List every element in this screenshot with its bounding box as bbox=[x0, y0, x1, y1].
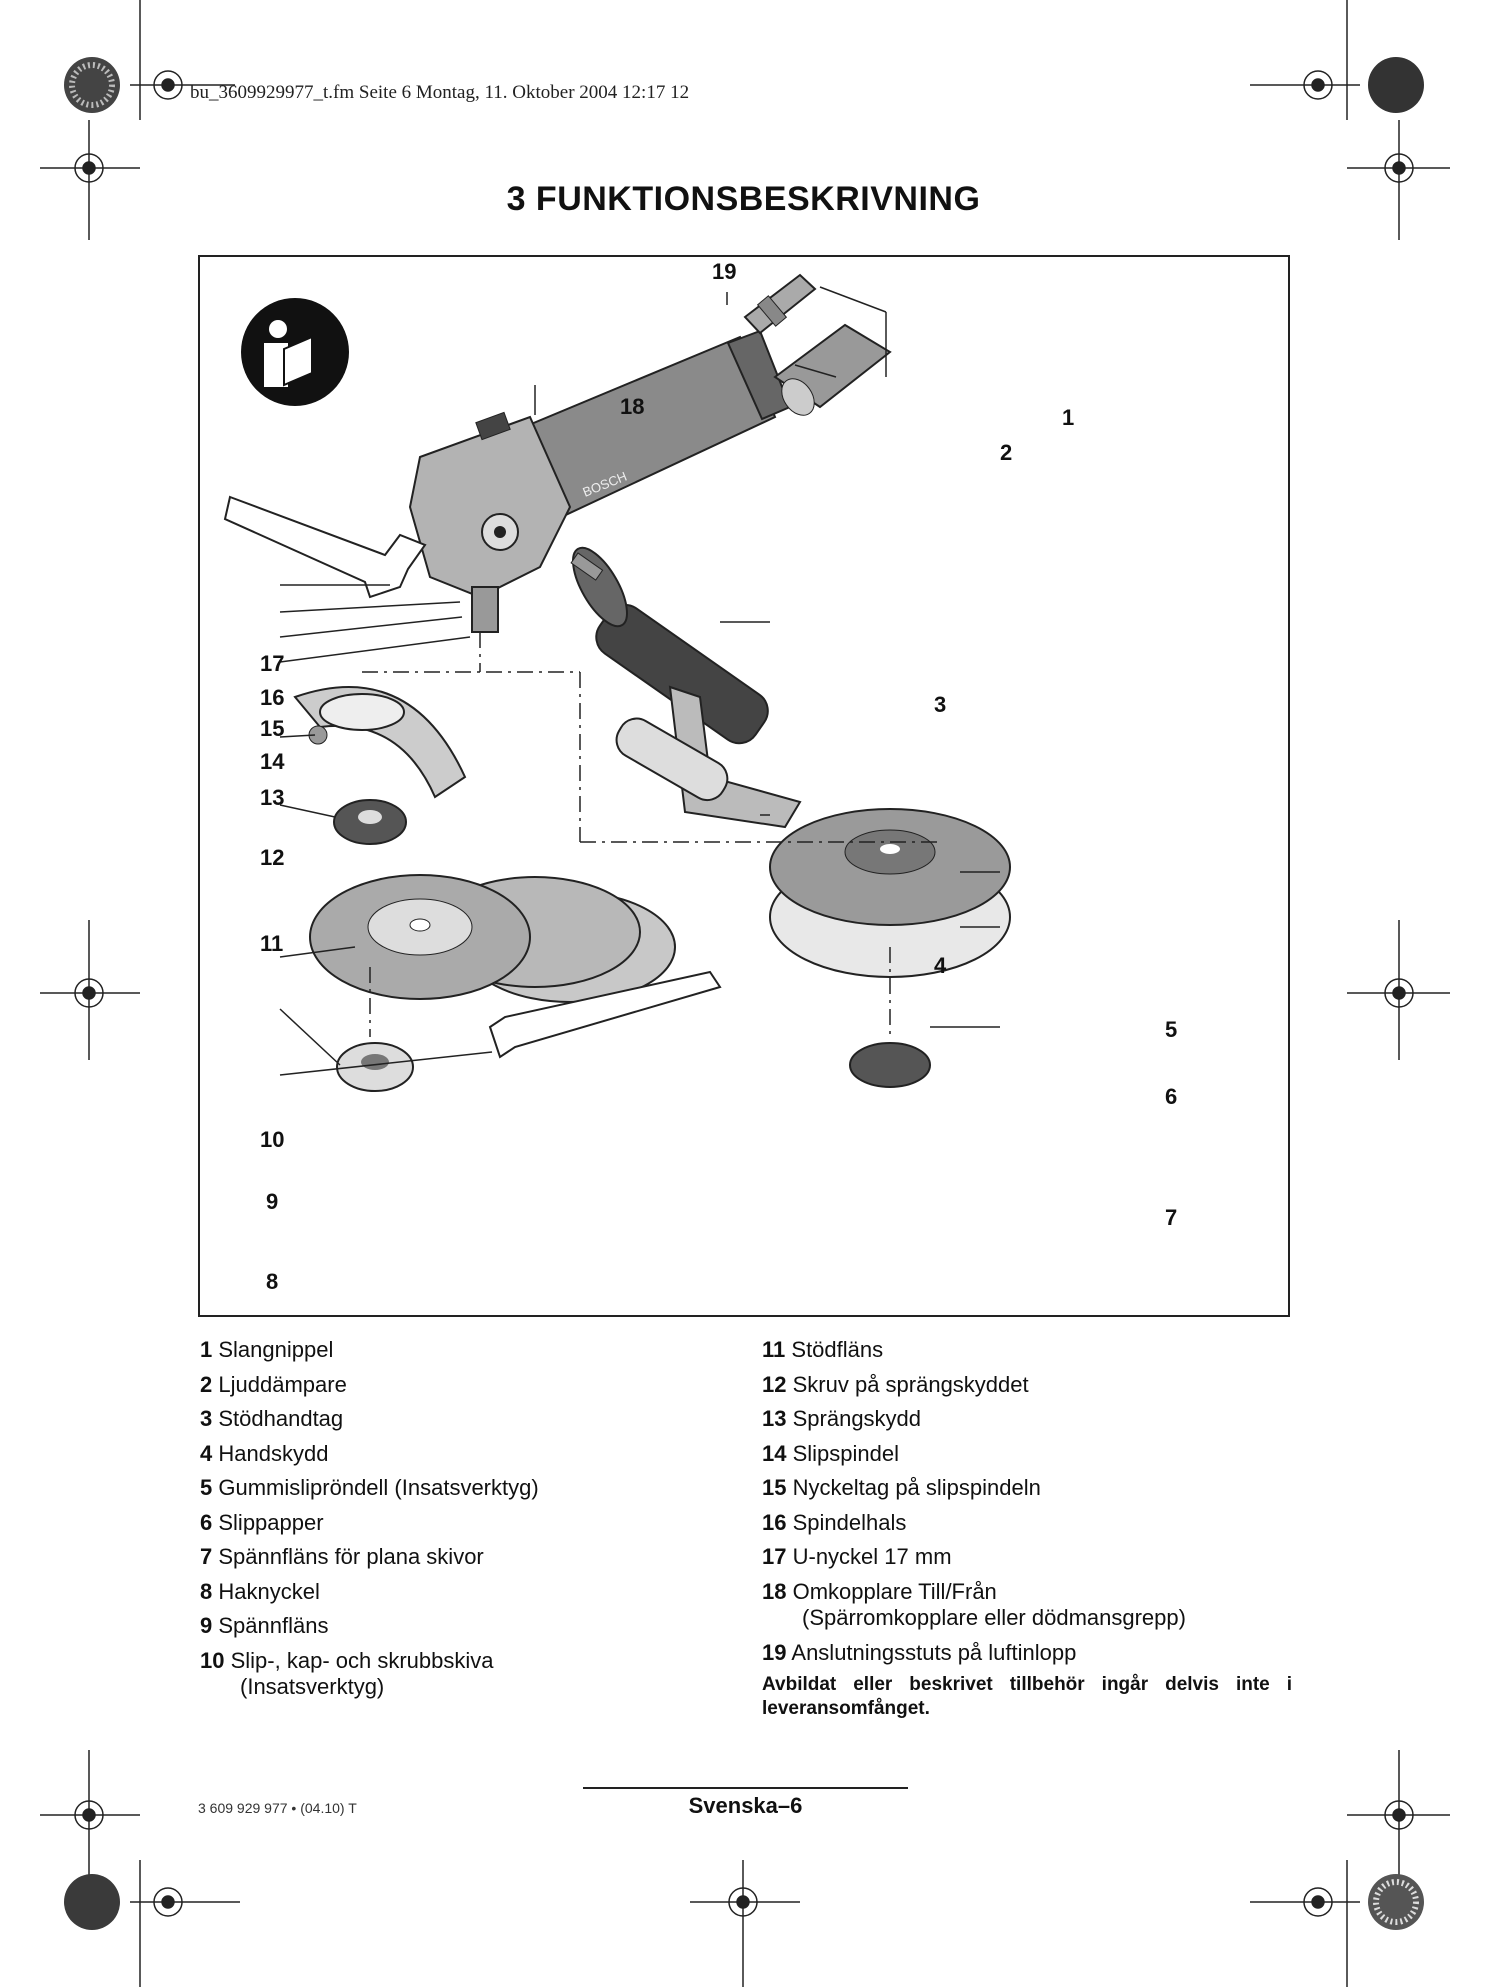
footer-rule bbox=[583, 1787, 908, 1789]
read-manual-icon bbox=[241, 298, 349, 406]
legend-item: 3 Stödhandtag bbox=[200, 1406, 344, 1431]
callout-17: 17 bbox=[260, 651, 285, 676]
legend-item: 15 Nyckeltag på slipspindeln bbox=[762, 1475, 1041, 1500]
angle-grinder-illustration: BOSCH bbox=[223, 273, 1011, 1092]
legend-item: 5 Gummislipröndell (Insatsverktyg) bbox=[200, 1475, 539, 1500]
footer-code: 3 609 929 977 • (04.10) T bbox=[198, 1800, 357, 1816]
support-handle bbox=[570, 546, 769, 745]
legend-item: 7 Spännfläns för plana skivor bbox=[200, 1544, 484, 1569]
u-wrench-17 bbox=[223, 495, 427, 599]
grinder-body: BOSCH bbox=[408, 329, 792, 633]
legend-item: 17 U-nyckel 17 mm bbox=[762, 1544, 952, 1569]
legend-item: 13 Sprängskydd bbox=[762, 1406, 922, 1431]
callout-12: 12 bbox=[260, 845, 285, 870]
wheel-guard bbox=[293, 686, 467, 799]
legend-item: 12 Skruv på sprängskyddet bbox=[762, 1371, 1029, 1397]
callout-14: 14 bbox=[260, 749, 285, 774]
legend-item: 4 Handskydd bbox=[200, 1440, 329, 1466]
legend-item: 1 Slangnippel bbox=[200, 1337, 334, 1362]
callout-10: 10 bbox=[260, 1127, 285, 1152]
hand-guard bbox=[615, 685, 802, 829]
legend-item: 9 Spännfläns bbox=[200, 1613, 329, 1638]
callout-7: 7 bbox=[1165, 1205, 1178, 1230]
legend-item: 8 Haknyckel bbox=[200, 1578, 320, 1604]
callout-18: 18 bbox=[620, 394, 645, 419]
callout-9: 9 bbox=[266, 1189, 279, 1214]
legend-right: 11 Stödfläns 12 Skruv på sprängskyddet 1… bbox=[762, 1333, 1186, 1670]
page-title: 3 FUNKTIONSBESKRIVNING bbox=[506, 180, 981, 218]
callout-6: 6 bbox=[1165, 1084, 1178, 1109]
page-number: Svenska–6 bbox=[688, 1793, 803, 1818]
legend-item-continuation: (Spärromkopplare eller dödmansgrepp) bbox=[802, 1605, 1186, 1630]
pin-spanner bbox=[488, 970, 722, 1059]
callout-4: 4 bbox=[934, 953, 947, 978]
grinding-discs bbox=[309, 874, 676, 1003]
callout-15: 15 bbox=[260, 716, 285, 741]
legend-item: 2 Ljuddämpare bbox=[200, 1371, 347, 1397]
legend-item: 10 Slip-, kap- och skrubbskiva bbox=[200, 1647, 494, 1673]
legend-item: 18 Omkopplare Till/Från bbox=[762, 1578, 997, 1604]
exploded-view-figure: BOSCH bbox=[198, 255, 1290, 1317]
legend-item: 6 Slippapper bbox=[200, 1509, 324, 1535]
file-header: bu_3609929977_t.fm Seite 6 Montag, 11. O… bbox=[190, 82, 690, 103]
legend-item: 11 Stödfläns bbox=[762, 1337, 884, 1362]
legend-item: 14 Slipspindel bbox=[762, 1440, 900, 1466]
callout-13: 13 bbox=[260, 785, 285, 810]
callout-3: 3 bbox=[934, 692, 947, 717]
accessory-note: Avbildat eller beskrivet tillbehör ingår… bbox=[762, 1674, 1292, 1719]
callout-5: 5 bbox=[1165, 1017, 1178, 1042]
callout-19: 19 bbox=[712, 259, 737, 284]
legend-item: 16 Spindelhals bbox=[762, 1509, 907, 1535]
callout-8: 8 bbox=[266, 1269, 279, 1294]
callout-11: 11 bbox=[260, 931, 284, 956]
legend-left: 1 Slangnippel 2 Ljuddämpare 3 Stödhandta… bbox=[200, 1333, 539, 1705]
callout-16: 16 bbox=[260, 685, 285, 710]
rubber-sanding-pad bbox=[769, 808, 1011, 978]
legend-item: 19 Anslutningsstuts på luftinlopp bbox=[762, 1639, 1077, 1665]
flat-disc-flange bbox=[849, 1042, 931, 1088]
callout-2: 2 bbox=[1000, 440, 1013, 465]
callout-1: 1 bbox=[1062, 405, 1075, 430]
air-inlet-parts bbox=[743, 273, 892, 416]
legend-item-continuation: (Insatsverktyg) bbox=[240, 1674, 385, 1699]
